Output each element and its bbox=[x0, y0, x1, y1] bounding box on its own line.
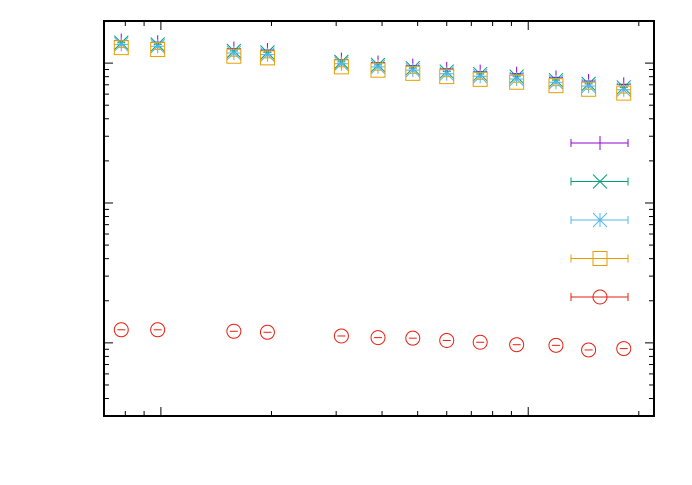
data-point bbox=[472, 71, 488, 87]
data-point bbox=[581, 78, 596, 94]
legend bbox=[570, 136, 629, 305]
legend-marker bbox=[592, 212, 608, 228]
data-point bbox=[150, 38, 166, 54]
legend-entry-star bbox=[570, 212, 629, 228]
data-point bbox=[334, 56, 349, 72]
data-point bbox=[259, 50, 275, 66]
data-point bbox=[370, 330, 386, 346]
data-point bbox=[509, 74, 525, 90]
legend-entry-plus bbox=[570, 136, 629, 150]
data-point bbox=[509, 337, 525, 353]
data-point bbox=[226, 323, 242, 339]
data-point bbox=[548, 337, 564, 353]
data-point bbox=[405, 330, 421, 346]
data-point bbox=[113, 40, 129, 56]
legend-marker bbox=[593, 136, 607, 150]
data-point bbox=[581, 81, 597, 97]
data-point bbox=[439, 69, 455, 85]
data-point bbox=[581, 342, 597, 358]
legend-marker bbox=[592, 251, 608, 266]
data-marks bbox=[113, 33, 632, 358]
legend-entry-circle bbox=[570, 289, 629, 305]
legend-marker bbox=[592, 174, 608, 189]
data-point bbox=[333, 328, 349, 344]
data-point bbox=[439, 66, 455, 82]
data-point bbox=[616, 85, 632, 101]
data-point bbox=[405, 62, 421, 78]
legend-marker bbox=[592, 289, 608, 305]
data-point bbox=[439, 332, 455, 348]
data-point bbox=[472, 68, 488, 84]
data-point bbox=[113, 37, 129, 52]
data-point bbox=[260, 47, 275, 62]
data-point bbox=[370, 59, 386, 75]
plot-frame bbox=[103, 20, 655, 417]
legend-entry-square bbox=[570, 251, 629, 266]
data-point bbox=[226, 45, 242, 61]
data-point bbox=[150, 42, 166, 58]
data-point bbox=[370, 62, 386, 78]
data-point bbox=[150, 322, 166, 338]
data-point bbox=[472, 334, 488, 350]
series-star bbox=[113, 37, 632, 98]
data-point bbox=[259, 324, 275, 340]
data-point bbox=[616, 341, 632, 357]
legend-entry-cross bbox=[570, 174, 629, 189]
data-point bbox=[509, 71, 524, 87]
data-point bbox=[333, 59, 349, 75]
data-point bbox=[548, 74, 564, 90]
data-point bbox=[548, 78, 564, 94]
data-point bbox=[616, 82, 632, 98]
series-square bbox=[113, 40, 632, 101]
series-circle bbox=[113, 322, 632, 358]
data-point bbox=[405, 65, 421, 81]
data-point bbox=[226, 48, 242, 64]
data-point bbox=[113, 322, 129, 338]
